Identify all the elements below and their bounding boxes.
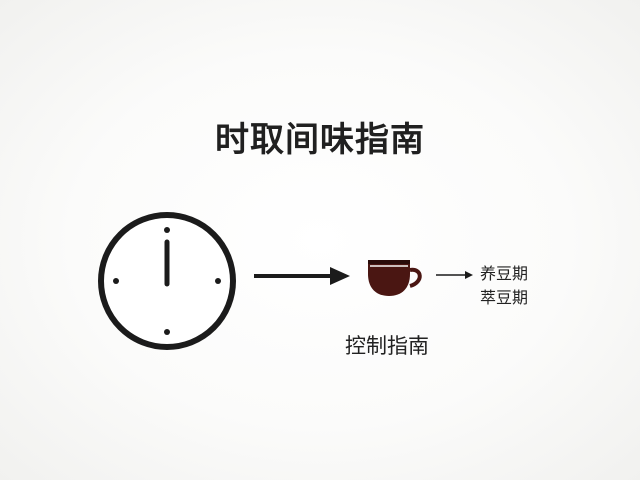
- clock-tick-3: [215, 278, 221, 284]
- cup-handle: [409, 267, 422, 288]
- cup-caption: 控制指南: [345, 334, 429, 358]
- clock-tick-9: [113, 278, 119, 284]
- coffee-cup-icon: [368, 260, 422, 296]
- stage-label: 萃豆期: [480, 288, 529, 307]
- page-title: 时取间味指南: [215, 120, 425, 160]
- small-arrow-right-icon: [436, 271, 473, 279]
- clock-tick-6: [164, 329, 170, 335]
- clock-tick-12: [164, 227, 170, 233]
- cup-body: [368, 262, 410, 296]
- clock-icon: [98, 212, 236, 350]
- stage-label: 养豆期: [480, 264, 529, 283]
- stage-list: 养豆期 萃豆期: [480, 262, 528, 310]
- cup-rim: [368, 260, 410, 264]
- arrow-right-icon: [254, 267, 350, 285]
